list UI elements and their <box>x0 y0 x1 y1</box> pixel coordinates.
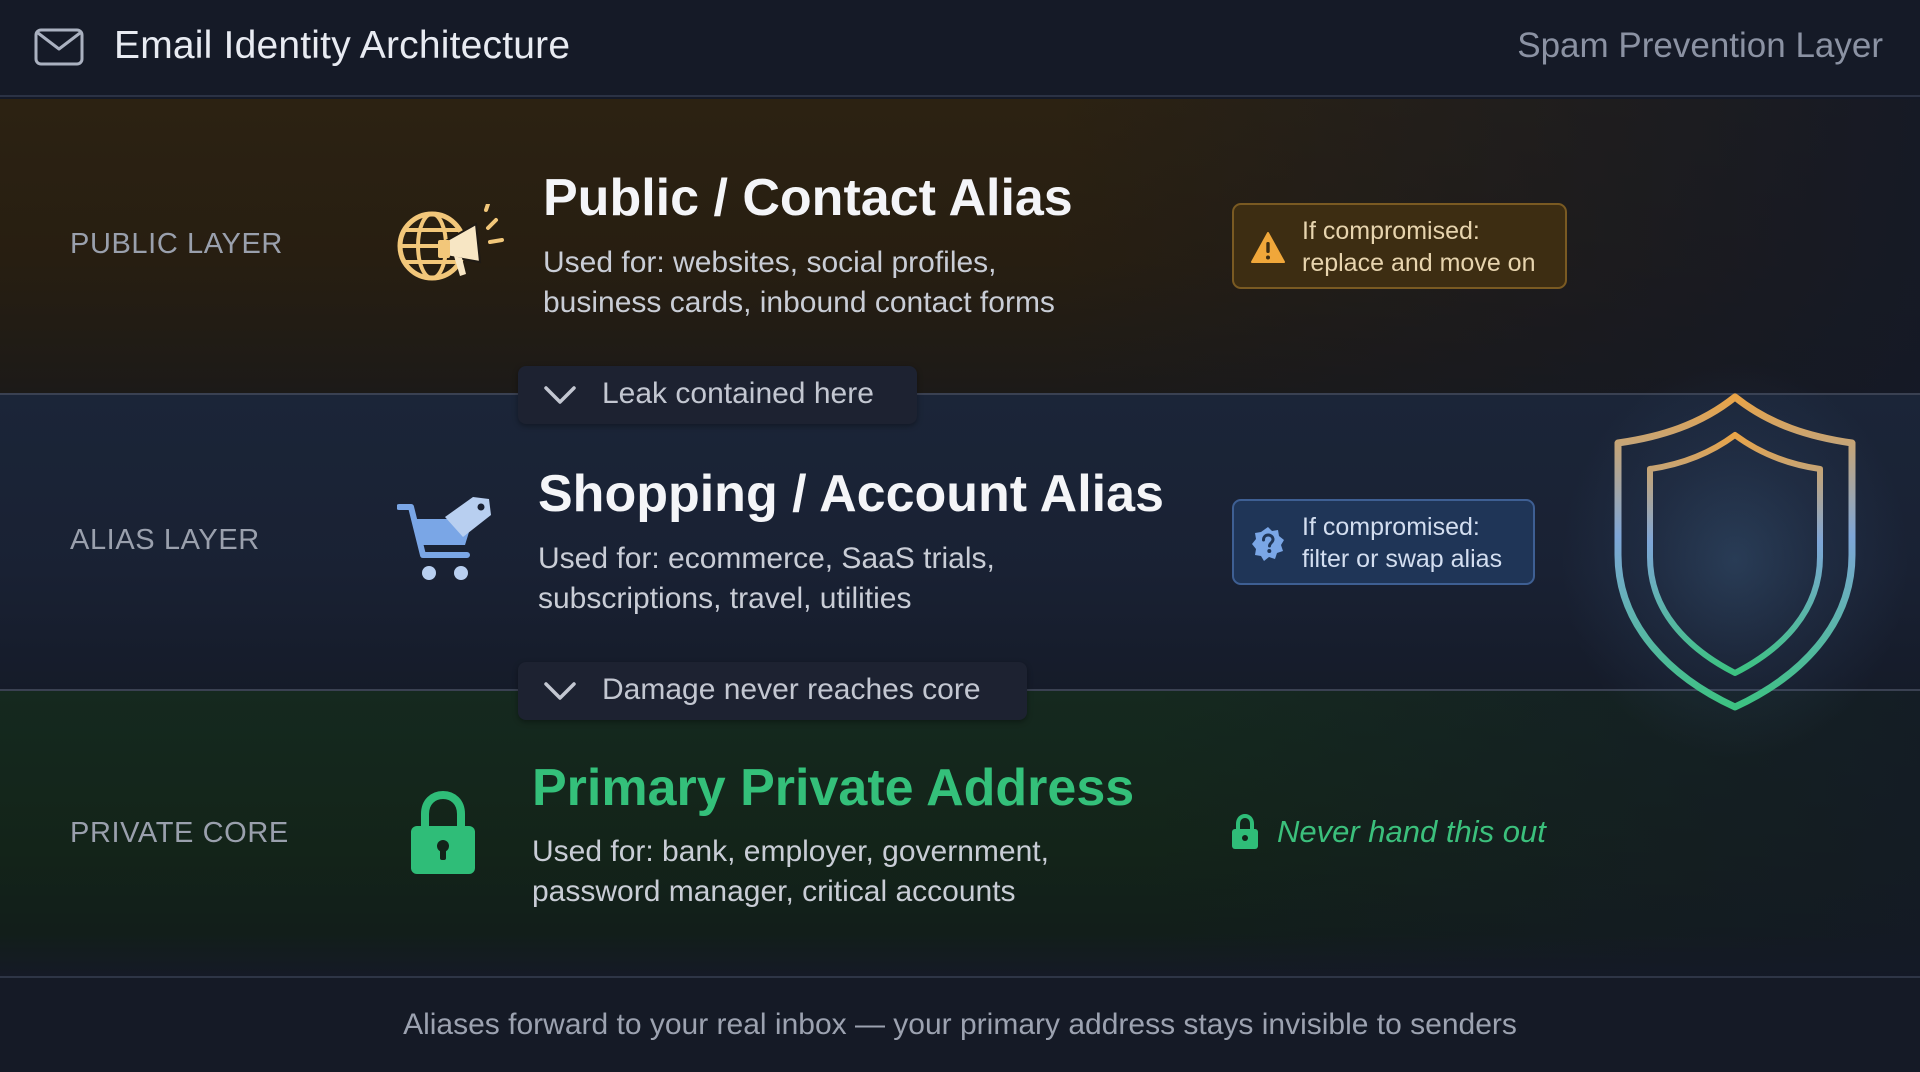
private-core-band <box>0 691 1920 976</box>
mail-icon <box>34 28 84 66</box>
connector-text: Damage never reaches core <box>602 673 981 706</box>
layer-desc-private: Used for: bank, employer, government, pa… <box>532 832 1049 912</box>
shield-icon <box>1614 393 1856 711</box>
header: Email Identity Architecture Spam Prevent… <box>0 0 1920 97</box>
layer-title-private: Primary Private Address <box>532 759 1135 817</box>
question-badge-icon <box>1252 527 1284 561</box>
page-title: Email Identity Architecture <box>114 24 571 67</box>
connector-leak-contained: Leak contained here <box>518 366 917 424</box>
connector-damage-never-reaches-core: Damage never reaches core <box>518 662 1027 720</box>
footer: Aliases forward to your real inbox — you… <box>0 976 1920 1072</box>
layer-label-private: PRIVATE CORE <box>70 817 289 849</box>
lock-icon <box>1232 813 1258 849</box>
badge-line: replace and move on <box>1302 249 1536 277</box>
layer-desc-line: Used for: bank, employer, government, <box>532 835 1049 868</box>
connector-text: Leak contained here <box>602 377 874 410</box>
layer-label-alias: ALIAS LAYER <box>70 524 260 556</box>
layer-label-public: PUBLIC LAYER <box>70 228 283 260</box>
layer-desc-line: business cards, inbound contact forms <box>543 286 1055 319</box>
layer-desc-line: password manager, critical accounts <box>532 875 1016 908</box>
layer-title-alias: Shopping / Account Alias <box>538 465 1164 523</box>
chevron-down-icon <box>544 386 576 404</box>
layer-desc-line: Used for: ecommerce, SaaS trials, <box>538 542 995 575</box>
footer-note: Aliases forward to your real inbox — you… <box>403 1008 1517 1041</box>
public-layer-band <box>0 99 1920 395</box>
compromise-badge-alias: If compromised: filter or swap alias <box>1232 499 1535 585</box>
alias-layer-band <box>0 395 1920 691</box>
layer-desc-line: Used for: websites, social profiles, <box>543 246 997 279</box>
badge-line: filter or swap alias <box>1302 545 1503 573</box>
badge-line: If compromised: <box>1302 513 1480 541</box>
warning-icon <box>1251 232 1285 263</box>
layer-desc-public: Used for: websites, social profiles, bus… <box>543 243 1055 323</box>
compromise-badge-public: If compromised: replace and move on <box>1232 203 1567 289</box>
globe-megaphone-icon <box>397 204 504 281</box>
page-subtitle: Spam Prevention Layer <box>1517 26 1883 65</box>
layer-divider <box>0 393 1920 395</box>
layer-desc-alias: Used for: ecommerce, SaaS trials, subscr… <box>538 539 995 619</box>
chevron-down-icon <box>544 682 576 700</box>
layer-desc-line: subscriptions, travel, utilities <box>538 582 912 615</box>
never-hand-out-note: Never hand this out <box>1277 814 1546 849</box>
layer-title-public: Public / Contact Alias <box>543 169 1073 227</box>
badge-line: If compromised: <box>1302 217 1480 245</box>
shopping-cart-tag-icon <box>397 497 491 580</box>
lock-icon <box>411 790 475 874</box>
